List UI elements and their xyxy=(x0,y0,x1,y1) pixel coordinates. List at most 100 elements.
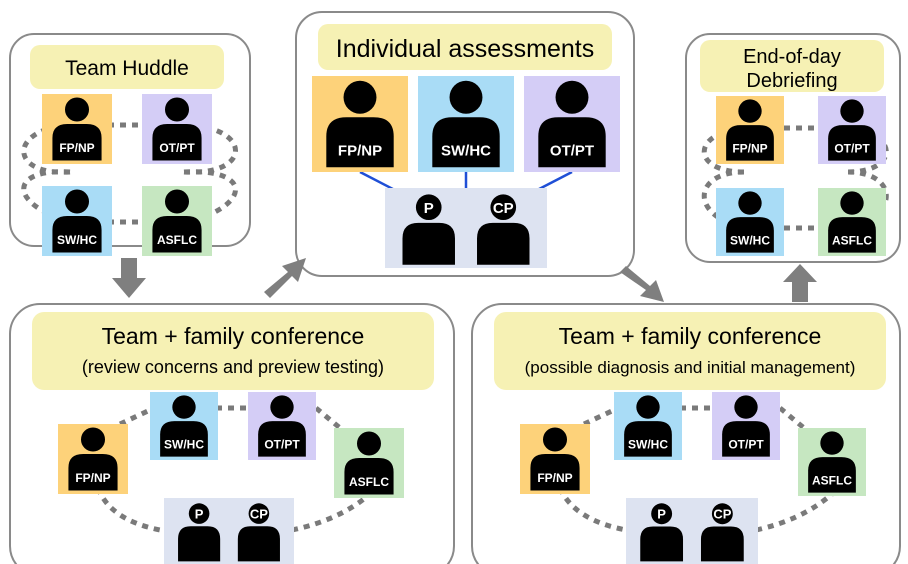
role-label: FP/NP xyxy=(75,471,110,485)
team-huddle-title-box xyxy=(30,45,224,89)
person-icon xyxy=(152,189,202,253)
conference-2-circle xyxy=(557,405,834,533)
role-label: FP/NP xyxy=(59,141,94,155)
person-icon xyxy=(52,97,102,161)
person-icon xyxy=(432,80,500,168)
patient-label: P xyxy=(657,507,666,522)
role-label: OT/PT xyxy=(550,143,594,160)
person-icon xyxy=(624,395,672,457)
debriefing-panel: End-of-day Debriefing FP/NP OT/PT SW/HC … xyxy=(685,33,901,263)
individual-assessments-title: Individual assessments xyxy=(336,35,594,63)
debriefing-asflc: ASFLC xyxy=(818,188,886,256)
flow-arrows xyxy=(112,258,817,302)
person-icon xyxy=(828,99,876,161)
role-label: OT/PT xyxy=(728,437,764,451)
person-icon xyxy=(538,80,606,168)
conference-1-sw-hc: SW/HC xyxy=(150,392,218,460)
role-label: FP/NP xyxy=(338,143,382,160)
person-icon xyxy=(178,503,221,562)
debriefing-title-line2: Debriefing xyxy=(746,70,837,92)
care-partner-label: CP xyxy=(493,200,514,217)
individual-ot-pt: OT/PT xyxy=(524,76,620,172)
patient-label: P xyxy=(424,200,434,217)
person-icon xyxy=(326,80,394,168)
conference-1-ot-pt: OT/PT xyxy=(248,392,316,460)
conference-2-title-box xyxy=(494,312,886,390)
team-huddle-sw-hc: SW/HC xyxy=(42,186,112,256)
arrow-conference-2-to-debriefing xyxy=(783,264,817,302)
person-icon xyxy=(726,191,774,253)
arrow-huddle-to-conference-1 xyxy=(112,258,146,298)
debriefing-title-box xyxy=(700,40,884,92)
conference-2-subtitle: (possible diagnosis and initial manageme… xyxy=(525,358,856,377)
care-partner-label: CP xyxy=(713,507,731,522)
conference-2-asflc: ASFLC xyxy=(798,428,866,496)
role-label: FP/NP xyxy=(537,471,572,485)
person-icon xyxy=(808,431,856,493)
person-icon xyxy=(258,395,306,457)
individual-patient-group: P CP xyxy=(385,188,547,268)
person-icon xyxy=(726,99,774,161)
role-label: OT/PT xyxy=(264,437,300,451)
debriefing-circle xyxy=(701,125,889,231)
role-label: ASFLC xyxy=(349,475,389,489)
role-label: ASFLC xyxy=(157,233,197,247)
individual-fp-np: FP/NP xyxy=(312,76,408,172)
conference-1-subtitle: (review concerns and preview testing) xyxy=(82,357,384,377)
role-label: SW/HC xyxy=(441,143,491,160)
team-huddle-asflc: ASFLC xyxy=(142,186,212,256)
role-label: OT/PT xyxy=(834,141,870,155)
role-label: FP/NP xyxy=(732,141,767,155)
individual-assessments-title-box xyxy=(318,24,612,70)
role-label: ASFLC xyxy=(832,233,872,247)
arrow-conference-1-to-individual xyxy=(264,258,306,298)
conference-2-title: Team + family conference xyxy=(559,323,822,349)
role-label: SW/HC xyxy=(730,233,770,247)
team-huddle-title: Team Huddle xyxy=(65,57,189,80)
person-icon xyxy=(344,431,394,495)
conference-1-fp-np: FP/NP xyxy=(58,424,128,494)
team-huddle-fp-np: FP/NP xyxy=(42,94,112,164)
person-icon xyxy=(640,503,684,562)
person-icon xyxy=(530,427,580,491)
person-icon xyxy=(160,395,208,457)
person-icon xyxy=(828,191,876,253)
debriefing-fp-np: FP/NP xyxy=(716,96,784,164)
person-icon xyxy=(152,97,202,161)
debriefing-title-line1: End-of-day xyxy=(743,46,841,68)
individual-assessments-panel: Individual assessments FP/NP SW/HC OT/PT… xyxy=(295,11,635,277)
person-icon xyxy=(237,503,280,562)
conference-2-fp-np: FP/NP xyxy=(520,424,590,494)
role-label: ASFLC xyxy=(812,473,852,487)
debriefing-ot-pt: OT/PT xyxy=(818,96,886,164)
role-label: SW/HC xyxy=(164,437,204,451)
conference-1-title: Team + family conference xyxy=(102,323,365,349)
individual-sw-hc: SW/HC xyxy=(418,76,514,172)
role-label: SW/HC xyxy=(57,233,97,247)
conference-1-title-box xyxy=(32,312,434,390)
conference-2-panel: Team + family conference (possible diagn… xyxy=(471,303,901,564)
person-icon xyxy=(700,503,744,562)
person-icon xyxy=(52,189,102,253)
conference-1-patient-group: P CP xyxy=(164,498,294,564)
person-icon xyxy=(402,194,455,265)
conference-1-asflc: ASFLC xyxy=(334,428,404,498)
team-huddle-panel: Team Huddle FP/NP OT/PT SW/HC ASFLC xyxy=(9,33,251,256)
conference-2-patient-group: P CP xyxy=(626,498,758,564)
arrow-individual-to-conference-2 xyxy=(620,266,664,302)
person-icon xyxy=(477,194,530,265)
patient-label: P xyxy=(195,507,204,522)
role-label: OT/PT xyxy=(159,141,195,155)
conference-1-circle xyxy=(95,405,372,533)
conference-2-sw-hc: SW/HC xyxy=(614,392,682,460)
person-icon xyxy=(68,427,118,491)
debriefing-sw-hc: SW/HC xyxy=(716,188,784,256)
conference-1-panel: Team + family conference (review concern… xyxy=(9,303,455,564)
team-huddle-ot-pt: OT/PT xyxy=(142,94,212,164)
person-icon xyxy=(722,395,770,457)
conference-2-ot-pt: OT/PT xyxy=(712,392,780,460)
role-label: SW/HC xyxy=(628,437,668,451)
care-partner-label: CP xyxy=(250,507,268,522)
